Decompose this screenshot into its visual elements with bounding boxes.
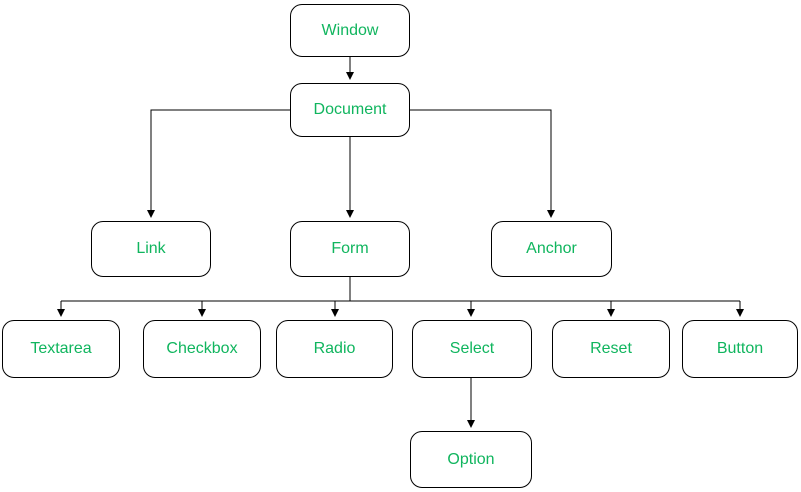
node-reset: Reset xyxy=(552,320,670,378)
node-button: Button xyxy=(682,320,798,378)
edge-document-link xyxy=(147,109,290,218)
node-window-label: Window xyxy=(321,21,379,39)
node-textarea: Textarea xyxy=(2,320,120,378)
node-button-label: Button xyxy=(716,340,764,357)
node-document: Document xyxy=(290,83,410,137)
node-anchor: Anchor xyxy=(491,221,612,277)
node-checkbox-label: Checkbox xyxy=(166,340,238,357)
node-link-label: Link xyxy=(136,240,166,257)
node-radio: Radio xyxy=(276,320,393,378)
edge-document-anchor xyxy=(410,109,555,218)
node-option-label: Option xyxy=(447,450,495,468)
node-radio-label: Radio xyxy=(313,340,356,357)
node-link: Link xyxy=(91,221,211,277)
node-select-label: Select xyxy=(449,340,495,357)
node-document-label: Document xyxy=(313,101,387,118)
node-option: Option xyxy=(410,431,532,488)
node-checkbox: Checkbox xyxy=(143,320,261,378)
node-form-label: Form xyxy=(331,240,369,257)
node-reset-label: Reset xyxy=(590,340,632,357)
node-window: Window xyxy=(290,4,410,57)
node-form: Form xyxy=(290,221,410,277)
node-select: Select xyxy=(412,320,532,378)
node-textarea-label: Textarea xyxy=(30,340,92,357)
node-anchor-label: Anchor xyxy=(526,240,577,257)
